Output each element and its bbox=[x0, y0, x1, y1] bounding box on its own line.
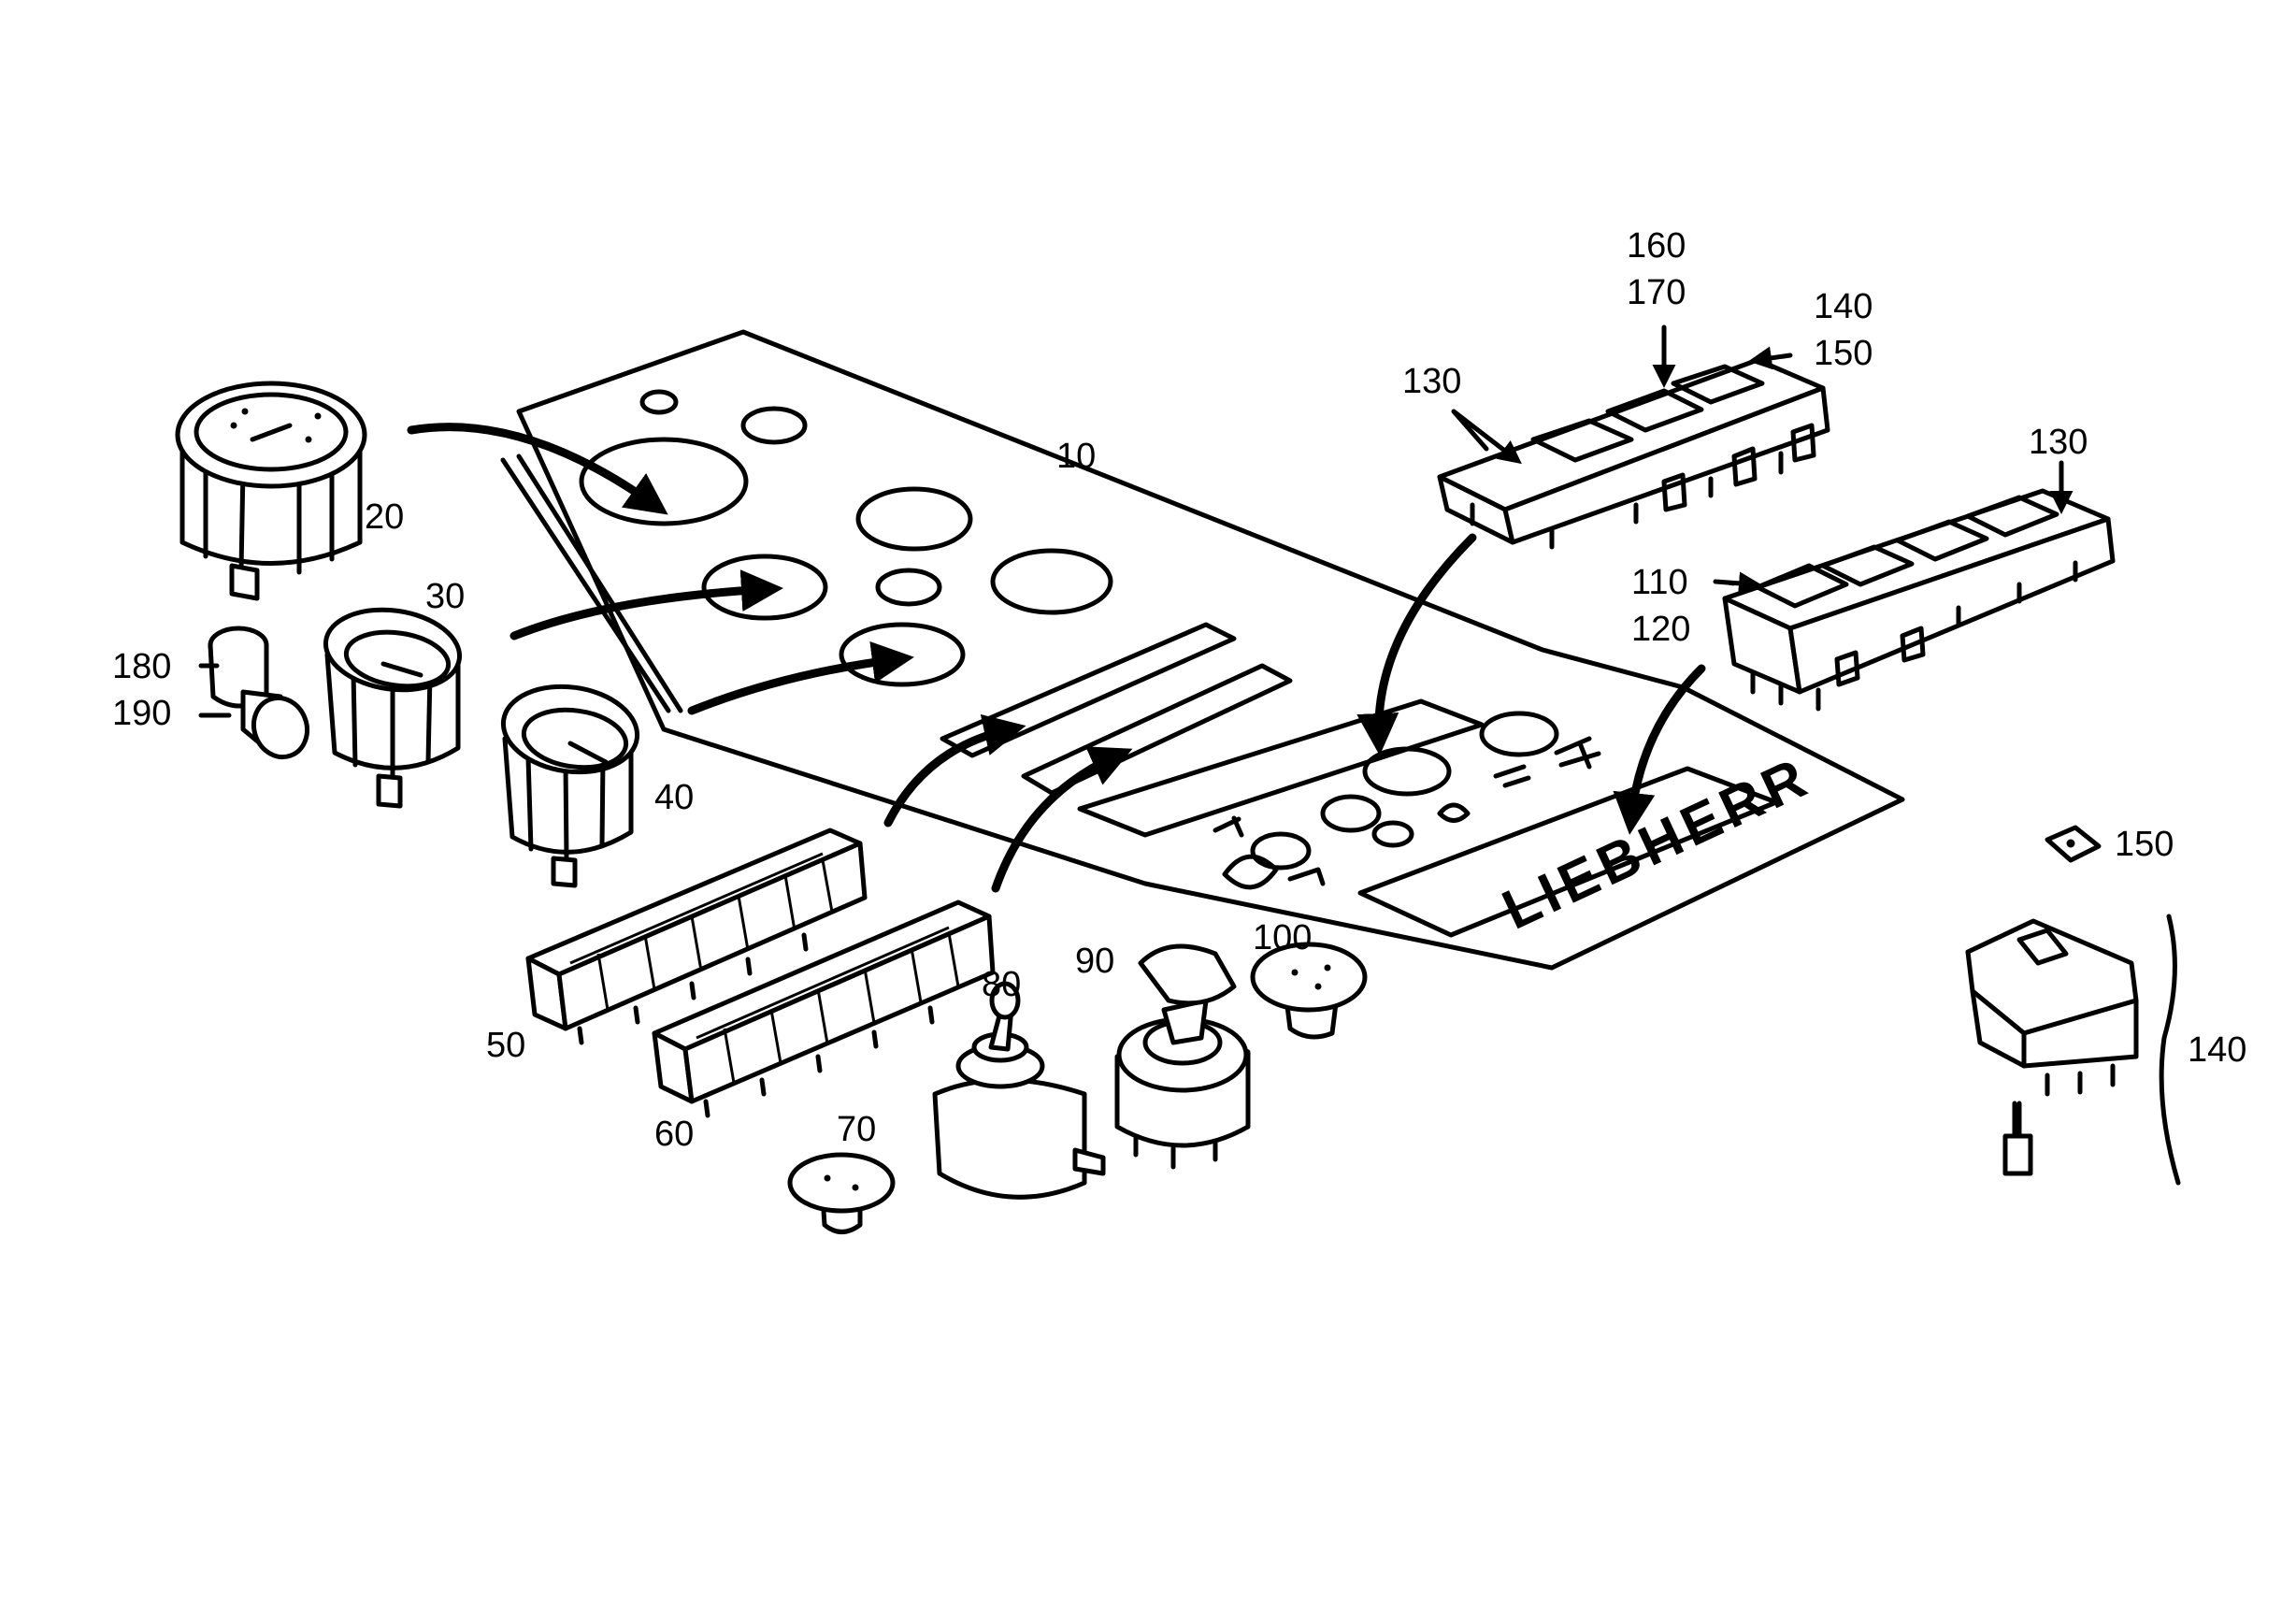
callout-110: 110 bbox=[1631, 563, 1688, 602]
panel-hole-gauge-20 bbox=[579, 437, 749, 526]
callout-30: 30 bbox=[425, 577, 465, 616]
callout-140-top: 140 bbox=[1814, 287, 1873, 326]
panel-hole bbox=[1320, 794, 1382, 833]
plug-100 bbox=[1250, 942, 1368, 1040]
arrow-gauge-30 bbox=[509, 569, 783, 640]
gauge-40 bbox=[500, 684, 640, 888]
panel-hole bbox=[740, 406, 808, 445]
callout-150-detail: 150 bbox=[2115, 825, 2174, 864]
switch-strip-50 bbox=[525, 828, 868, 1045]
callout-10: 10 bbox=[1056, 437, 1096, 476]
rocker-cap-150 bbox=[2045, 825, 2102, 863]
gauge-20 bbox=[175, 381, 367, 601]
arrow-strip-60 bbox=[991, 746, 1133, 893]
panel-hole-gauge-40 bbox=[839, 622, 966, 687]
callout-90: 90 bbox=[1075, 942, 1114, 981]
panel-symbol bbox=[1493, 764, 1531, 788]
panel-hole bbox=[1250, 831, 1312, 871]
callout-40: 40 bbox=[654, 778, 694, 817]
switch-strip-60 bbox=[652, 900, 996, 1118]
plug-70 bbox=[787, 1152, 896, 1234]
panel-hole bbox=[990, 548, 1113, 615]
fitting-180-190 bbox=[198, 626, 309, 760]
callout-80: 80 bbox=[982, 965, 1021, 1004]
panel-hole bbox=[1362, 746, 1452, 797]
gauge-30 bbox=[323, 607, 463, 809]
callout-140-detail: 140 bbox=[2188, 1030, 2246, 1070]
rocker-switch-group-top bbox=[1437, 324, 1830, 550]
callout-100: 100 bbox=[1253, 918, 1312, 957]
toggle-switch-80 bbox=[932, 981, 1106, 1200]
arrow-gauge-20 bbox=[407, 423, 668, 515]
panel-hole-gauge-30 bbox=[701, 554, 828, 621]
callout-130-right: 130 bbox=[2029, 423, 2088, 462]
panel-slot bbox=[1077, 698, 1485, 838]
callout-60: 60 bbox=[654, 1115, 694, 1154]
panel-nameplate bbox=[1357, 766, 1779, 938]
instrument-panel: LIEBHERR bbox=[500, 329, 1905, 971]
panel-hole bbox=[855, 486, 973, 552]
panel-symbol bbox=[1437, 802, 1471, 823]
panel-symbol bbox=[1222, 854, 1279, 890]
arrow-strip-50 bbox=[883, 713, 1026, 828]
callout-50: 50 bbox=[486, 1026, 525, 1065]
panel-hole bbox=[1371, 820, 1414, 848]
panel-hole bbox=[1479, 711, 1559, 757]
panel-slot bbox=[1021, 663, 1293, 796]
arrow-gauge-40 bbox=[687, 641, 914, 715]
callout-70: 70 bbox=[837, 1110, 876, 1149]
callout-labels: 10 20 30 40 50 60 70 80 90 100 110 120 1… bbox=[112, 226, 2246, 1154]
callout-120: 120 bbox=[1631, 610, 1690, 649]
callout-160: 160 bbox=[1627, 226, 1686, 266]
panel-hole bbox=[875, 568, 942, 607]
panel-symbol bbox=[1287, 867, 1326, 886]
panel-symbol bbox=[1554, 736, 1601, 770]
leader-lines bbox=[1715, 580, 1735, 586]
callout-150-top: 150 bbox=[1814, 334, 1873, 373]
arrow-rocker-group-top bbox=[1356, 533, 1477, 756]
key-switch-90 bbox=[1114, 943, 1251, 1170]
callout-130-top: 130 bbox=[1402, 362, 1461, 401]
arrow-rocker-group-right bbox=[1613, 664, 1706, 835]
assembly-arrows bbox=[407, 423, 1706, 893]
callout-190: 190 bbox=[112, 694, 171, 733]
callout-170: 170 bbox=[1627, 273, 1686, 312]
callout-180: 180 bbox=[112, 647, 171, 686]
rocker-switch-group-right bbox=[1713, 460, 2116, 712]
callout-20: 20 bbox=[365, 497, 404, 537]
panel-symbol bbox=[1213, 815, 1244, 838]
panel-hole bbox=[639, 389, 679, 415]
rocker-switch-140-detail bbox=[1965, 914, 2181, 1186]
